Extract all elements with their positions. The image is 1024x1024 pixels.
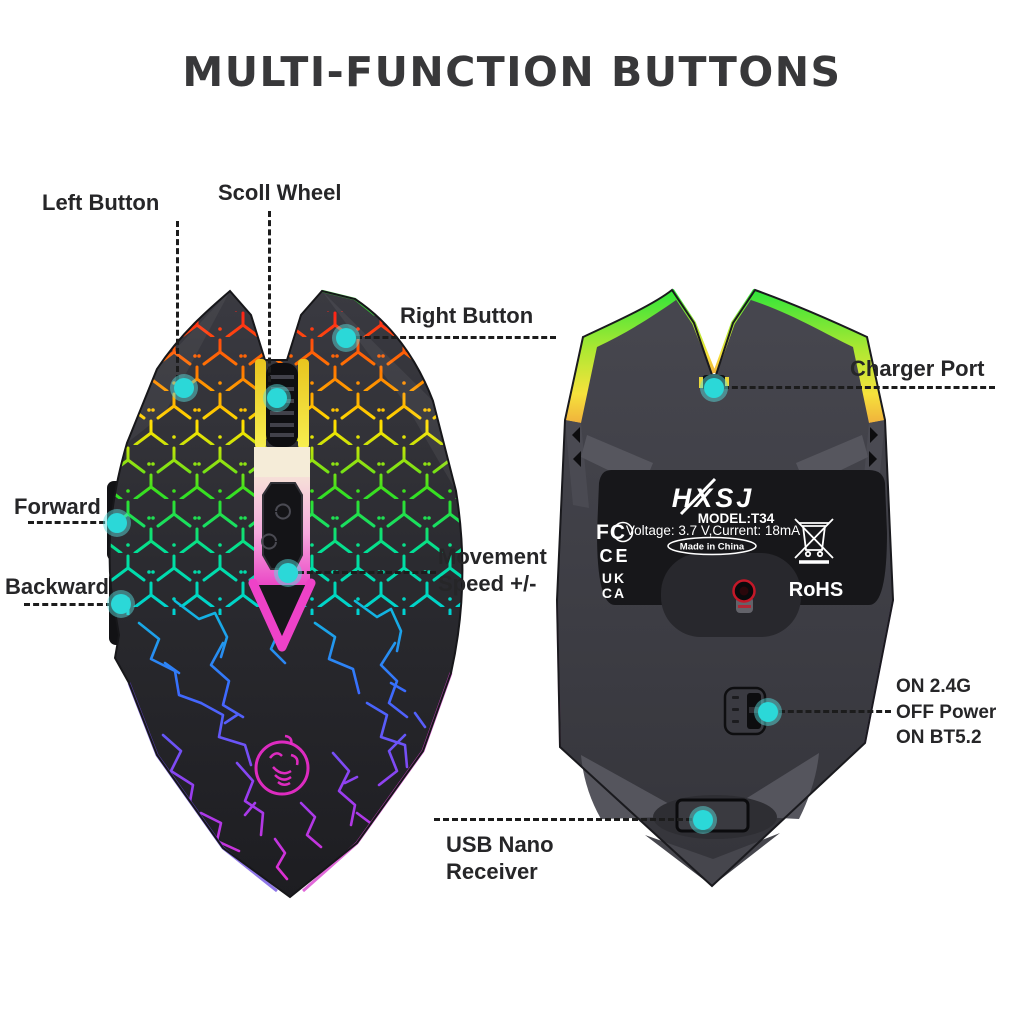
- callout-scroll-wheel-line: [268, 211, 271, 391]
- strip-chevron-core: [257, 585, 307, 645]
- optical-sensor: [732, 579, 756, 613]
- sensor-recess: [661, 553, 801, 637]
- voltage-specs: Voltage: 3.7 V,Current: 18mA: [626, 523, 800, 538]
- mouse-top-view: [107, 289, 464, 898]
- callout-movement-speed: Movement Speed +/-: [438, 544, 547, 596]
- center-strip: [248, 359, 316, 652]
- brand-logo: HXSJ: [672, 483, 755, 513]
- label-plate: HXSJ MODEL:T34 Voltage: 3.7 V,Current: 1…: [596, 470, 887, 637]
- rohs-mark: RoHS: [789, 579, 843, 601]
- ukca-mark-ca: CA: [602, 585, 626, 601]
- callout-right-button: Right Button: [400, 303, 534, 328]
- made-in-china-badge: Made in China: [667, 536, 757, 556]
- callout-charger-port-line: [723, 386, 995, 389]
- callout-right-button-line: [356, 336, 556, 339]
- callout-backward-dot: [111, 594, 131, 614]
- callout-movement-speed-line: [298, 571, 436, 574]
- callout-forward-dot: [107, 513, 127, 533]
- callout-left-button: Left Button: [42, 190, 160, 215]
- callout-mode-switch-line: [779, 710, 891, 713]
- strip-chevron-glow: [248, 578, 316, 652]
- mouse-bottom-view: HXSJ MODEL:T34 Voltage: 3.7 V,Current: 1…: [556, 288, 894, 887]
- strip-cream-section: [254, 447, 310, 479]
- movement-speed-button: [262, 482, 303, 570]
- wheel-left-gold-bar: [255, 359, 266, 449]
- callout-usb-receiver: USB Nano Receiver: [446, 832, 554, 884]
- svg-text:Made in China: Made in China: [680, 542, 745, 553]
- callout-left-button-dot: [174, 378, 194, 398]
- callout-usb-receiver-dot: [693, 810, 713, 830]
- wheel-right-gold-bar: [298, 359, 309, 449]
- model-number: MODEL:T34: [698, 511, 775, 526]
- callout-movement-speed-dot: [278, 563, 298, 583]
- switch-engraving: [732, 696, 739, 723]
- ukca-mark-uk: UK: [602, 570, 626, 586]
- callout-charger-port: Charger Port: [850, 356, 985, 381]
- svg-text:FC: FC: [596, 521, 626, 544]
- dpi-button-glyphs: [261, 503, 291, 550]
- callout-backward-line: [24, 603, 112, 606]
- weee-bin-icon: [794, 518, 834, 564]
- page-title: MULTI-FUNCTION BUTTONS: [182, 48, 842, 96]
- callout-backward: Backward: [5, 574, 109, 599]
- usb-receiver-compartment: [653, 795, 777, 839]
- tail-facet: [645, 833, 780, 886]
- callout-mode-switch: ON 2.4G OFF Power ON BT5.2: [896, 674, 996, 751]
- ce-mark: CE: [599, 546, 630, 566]
- switch-label-off: OFF Power: [896, 701, 997, 723]
- callout-usb-receiver-line: [434, 818, 692, 821]
- callout-scroll-wheel: Scoll Wheel: [218, 180, 342, 205]
- switch-label-bt: ON BT5.2: [896, 727, 982, 749]
- fcc-logo: FC: [596, 521, 634, 544]
- callout-right-button-dot: [336, 328, 356, 348]
- side-arrow-details: [572, 427, 878, 467]
- callout-mode-switch-dot: [758, 702, 778, 722]
- scorpion-logo: [254, 734, 310, 796]
- callout-forward-line: [28, 521, 114, 524]
- callout-scroll-wheel-dot: [267, 388, 287, 408]
- callout-forward: Forward: [14, 494, 101, 519]
- callout-charger-port-dot: [704, 378, 724, 398]
- brand-slash: [679, 477, 717, 516]
- switch-label-2-4g: ON 2.4G: [896, 676, 971, 697]
- callout-left-button-line: [176, 221, 179, 381]
